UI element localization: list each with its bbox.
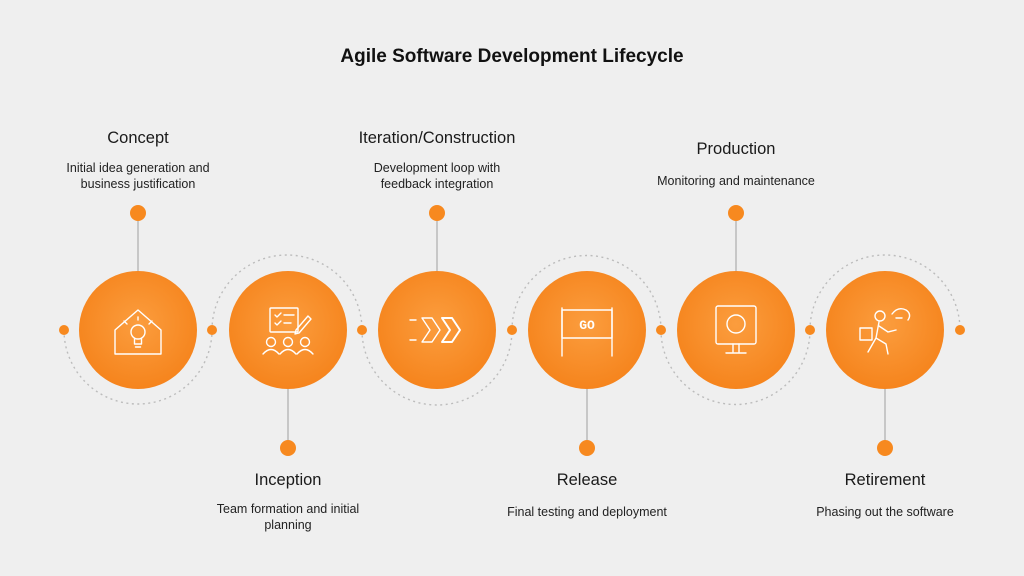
marker-concept	[130, 205, 146, 221]
stage-desc-retirement: Phasing out the software	[775, 504, 995, 520]
stage-title-iteration: Iteration/Construction	[358, 129, 516, 147]
desc-line: Development loop with	[373, 161, 501, 175]
stem-connectors	[137, 213, 886, 448]
junction-dot	[59, 325, 69, 335]
team-checklist-icon	[262, 307, 314, 355]
desc-line: Initial idea generation and	[66, 161, 210, 175]
stage-desc-inception: Team formation and initial planning	[193, 501, 383, 533]
stage-circle-iteration	[378, 271, 496, 389]
stage-title-release: Release	[556, 471, 618, 489]
monitor-icon	[715, 305, 757, 354]
junction-dot	[507, 325, 517, 335]
go-sign-icon: GO	[561, 307, 613, 357]
junction-dot	[357, 325, 367, 335]
arc-release-top	[511, 254, 662, 331]
stage-desc-iteration: Development loop with feedback integrati…	[342, 160, 532, 192]
desc-line: business justification	[80, 177, 196, 191]
desc-line: Monitoring and maintenance	[657, 174, 815, 188]
marker-iteration	[429, 205, 445, 221]
arc-retirement-top	[809, 254, 961, 331]
marker-production	[728, 205, 744, 221]
junction-dot	[805, 325, 815, 335]
desc-line: Team formation and initial	[216, 502, 360, 516]
junction-dot	[207, 325, 217, 335]
junction-dots	[59, 325, 965, 335]
stage-circle-release	[528, 271, 646, 389]
desc-line: feedback integration	[380, 177, 494, 191]
arc-production-bottom	[660, 329, 811, 406]
stem-markers	[130, 205, 893, 456]
stage-title-concept: Concept	[107, 129, 169, 147]
arc-iteration-bottom	[361, 329, 513, 406]
diagram-title: Agile Software Development Lifecycle	[340, 46, 684, 67]
stage-circle-production	[677, 271, 795, 389]
arc-concept-bottom	[63, 329, 213, 405]
fast-forward-chevrons-icon	[409, 317, 461, 343]
lightbulb-house-icon	[114, 309, 162, 355]
junction-dot	[955, 325, 965, 335]
stage-title-production: Production	[696, 140, 776, 158]
stage-desc-concept: Initial idea generation and business jus…	[43, 160, 233, 192]
stage-title-retirement: Retirement	[844, 471, 926, 489]
arc-inception-top	[211, 254, 363, 331]
desc-line: Final testing and deployment	[507, 505, 667, 519]
stage-title-inception: Inception	[254, 471, 322, 489]
stage-desc-production: Monitoring and maintenance	[626, 173, 846, 189]
desc-line: planning	[264, 518, 312, 532]
marker-retirement	[877, 440, 893, 456]
stage-circle-concept	[79, 271, 197, 389]
marker-inception	[280, 440, 296, 456]
stage-circles	[79, 271, 944, 389]
stage-desc-release: Final testing and deployment	[477, 504, 697, 520]
person-leaving-icon	[859, 307, 911, 355]
go-sign-text: GO	[579, 318, 595, 333]
dotted-connector-arcs	[63, 254, 961, 406]
junction-dot	[656, 325, 666, 335]
stage-circle-inception	[229, 271, 347, 389]
desc-line: Phasing out the software	[816, 505, 954, 519]
marker-release	[579, 440, 595, 456]
